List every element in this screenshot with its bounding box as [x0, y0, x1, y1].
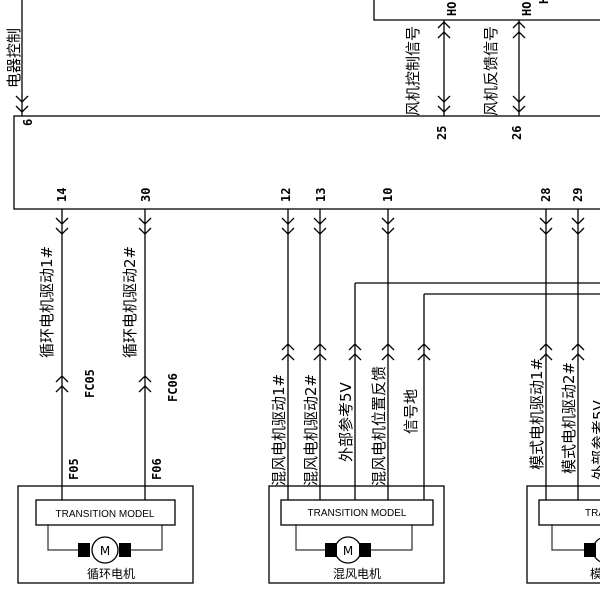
motor-icon	[334, 536, 362, 564]
transition-model-label: TRANSITION MODEL	[308, 508, 407, 519]
signal-recirc-drive-2: 循环电机驱动2#	[121, 246, 139, 358]
transition-model-label: TRAN	[585, 508, 600, 519]
pin-12: 12	[279, 188, 293, 202]
pin-28: 28	[539, 188, 553, 202]
fan-control-signal: 风机控制信号	[404, 26, 422, 116]
partial-label-a: HO	[445, 2, 459, 16]
partial-label-b: HO	[520, 2, 534, 16]
transition-model-box	[538, 499, 600, 526]
top-left-pin: 6	[21, 119, 35, 126]
signal-ground: 信号地	[402, 389, 420, 434]
signal-mode-drive-1: 模式电机驱动1#	[528, 358, 546, 470]
top-left-signal: 电器控制	[5, 28, 23, 88]
top-wires: 电器控制 6 风机控制信号 25 HO 风机反馈信号 26 HO HO	[5, 0, 551, 140]
wire-code-f05: F05	[67, 458, 81, 480]
connector-fc05: FC05	[83, 369, 97, 398]
pin-30: 30	[139, 188, 153, 202]
signal-blend-drive-2: 混风电机驱动2#	[302, 374, 320, 486]
partial-label-c: HO	[537, 0, 551, 4]
signal-blend-position: 混风电机位置反馈	[370, 366, 388, 486]
motor-enclosure	[526, 485, 600, 584]
module-blend: 12 13 10 混风电机驱动1# 混风电机驱动2# 外部参考5V 混风电机位置…	[268, 188, 600, 584]
fan-feedback-pin: 26	[510, 126, 524, 140]
fan-feedback-signal: 风机反馈信号	[482, 26, 500, 116]
motor-terminal-right	[359, 543, 371, 557]
motor-name: 模	[590, 567, 600, 581]
wire-code-f06: F06	[150, 458, 164, 480]
signal-recirc-drive-1: 循环电机驱动1#	[38, 246, 56, 358]
pin-14: 14	[55, 188, 69, 202]
motor-symbol: M	[343, 544, 353, 558]
module-recirculation: 14 30 循环电机驱动1# 循环电机驱动2# FC05 FC06 F05 F0…	[17, 188, 194, 584]
motor-name: 循环电机	[87, 567, 135, 581]
transition-model-label: TRANSITION MODEL	[56, 509, 155, 520]
fan-control-pin: 25	[435, 126, 449, 140]
signal-mode-drive-2: 模式电机驱动2#	[560, 362, 578, 474]
motor-name: 混风电机	[333, 567, 381, 581]
motor-terminal-left	[78, 543, 90, 557]
motor-terminal-left	[325, 543, 337, 557]
signal-blend-ref-5v: 外部参考5V	[337, 381, 355, 462]
motor-enclosure	[17, 485, 194, 584]
connector-fc06: FC06	[166, 373, 180, 402]
pin-13: 13	[314, 188, 328, 202]
pin-29: 29	[571, 188, 585, 202]
signal-blend-drive-1: 混风电机驱动1#	[270, 374, 288, 486]
motor-symbol: M	[100, 544, 110, 558]
pin-10: 10	[381, 188, 395, 202]
signal-mode-ref-5v: 外部参考5V	[590, 399, 600, 480]
transition-model-box	[280, 499, 434, 526]
motor-icon	[592, 537, 600, 563]
motor-icon	[91, 536, 119, 564]
module-mode: 28 29 模式电机驱动1# 模式电机驱动2# 外部参考5V TRAN 模	[526, 188, 600, 584]
controller-box	[13, 115, 600, 210]
top-partial-box	[373, 0, 600, 21]
motor-enclosure	[268, 485, 445, 584]
transition-model-box	[35, 499, 176, 526]
motor-terminal-right	[119, 543, 131, 557]
